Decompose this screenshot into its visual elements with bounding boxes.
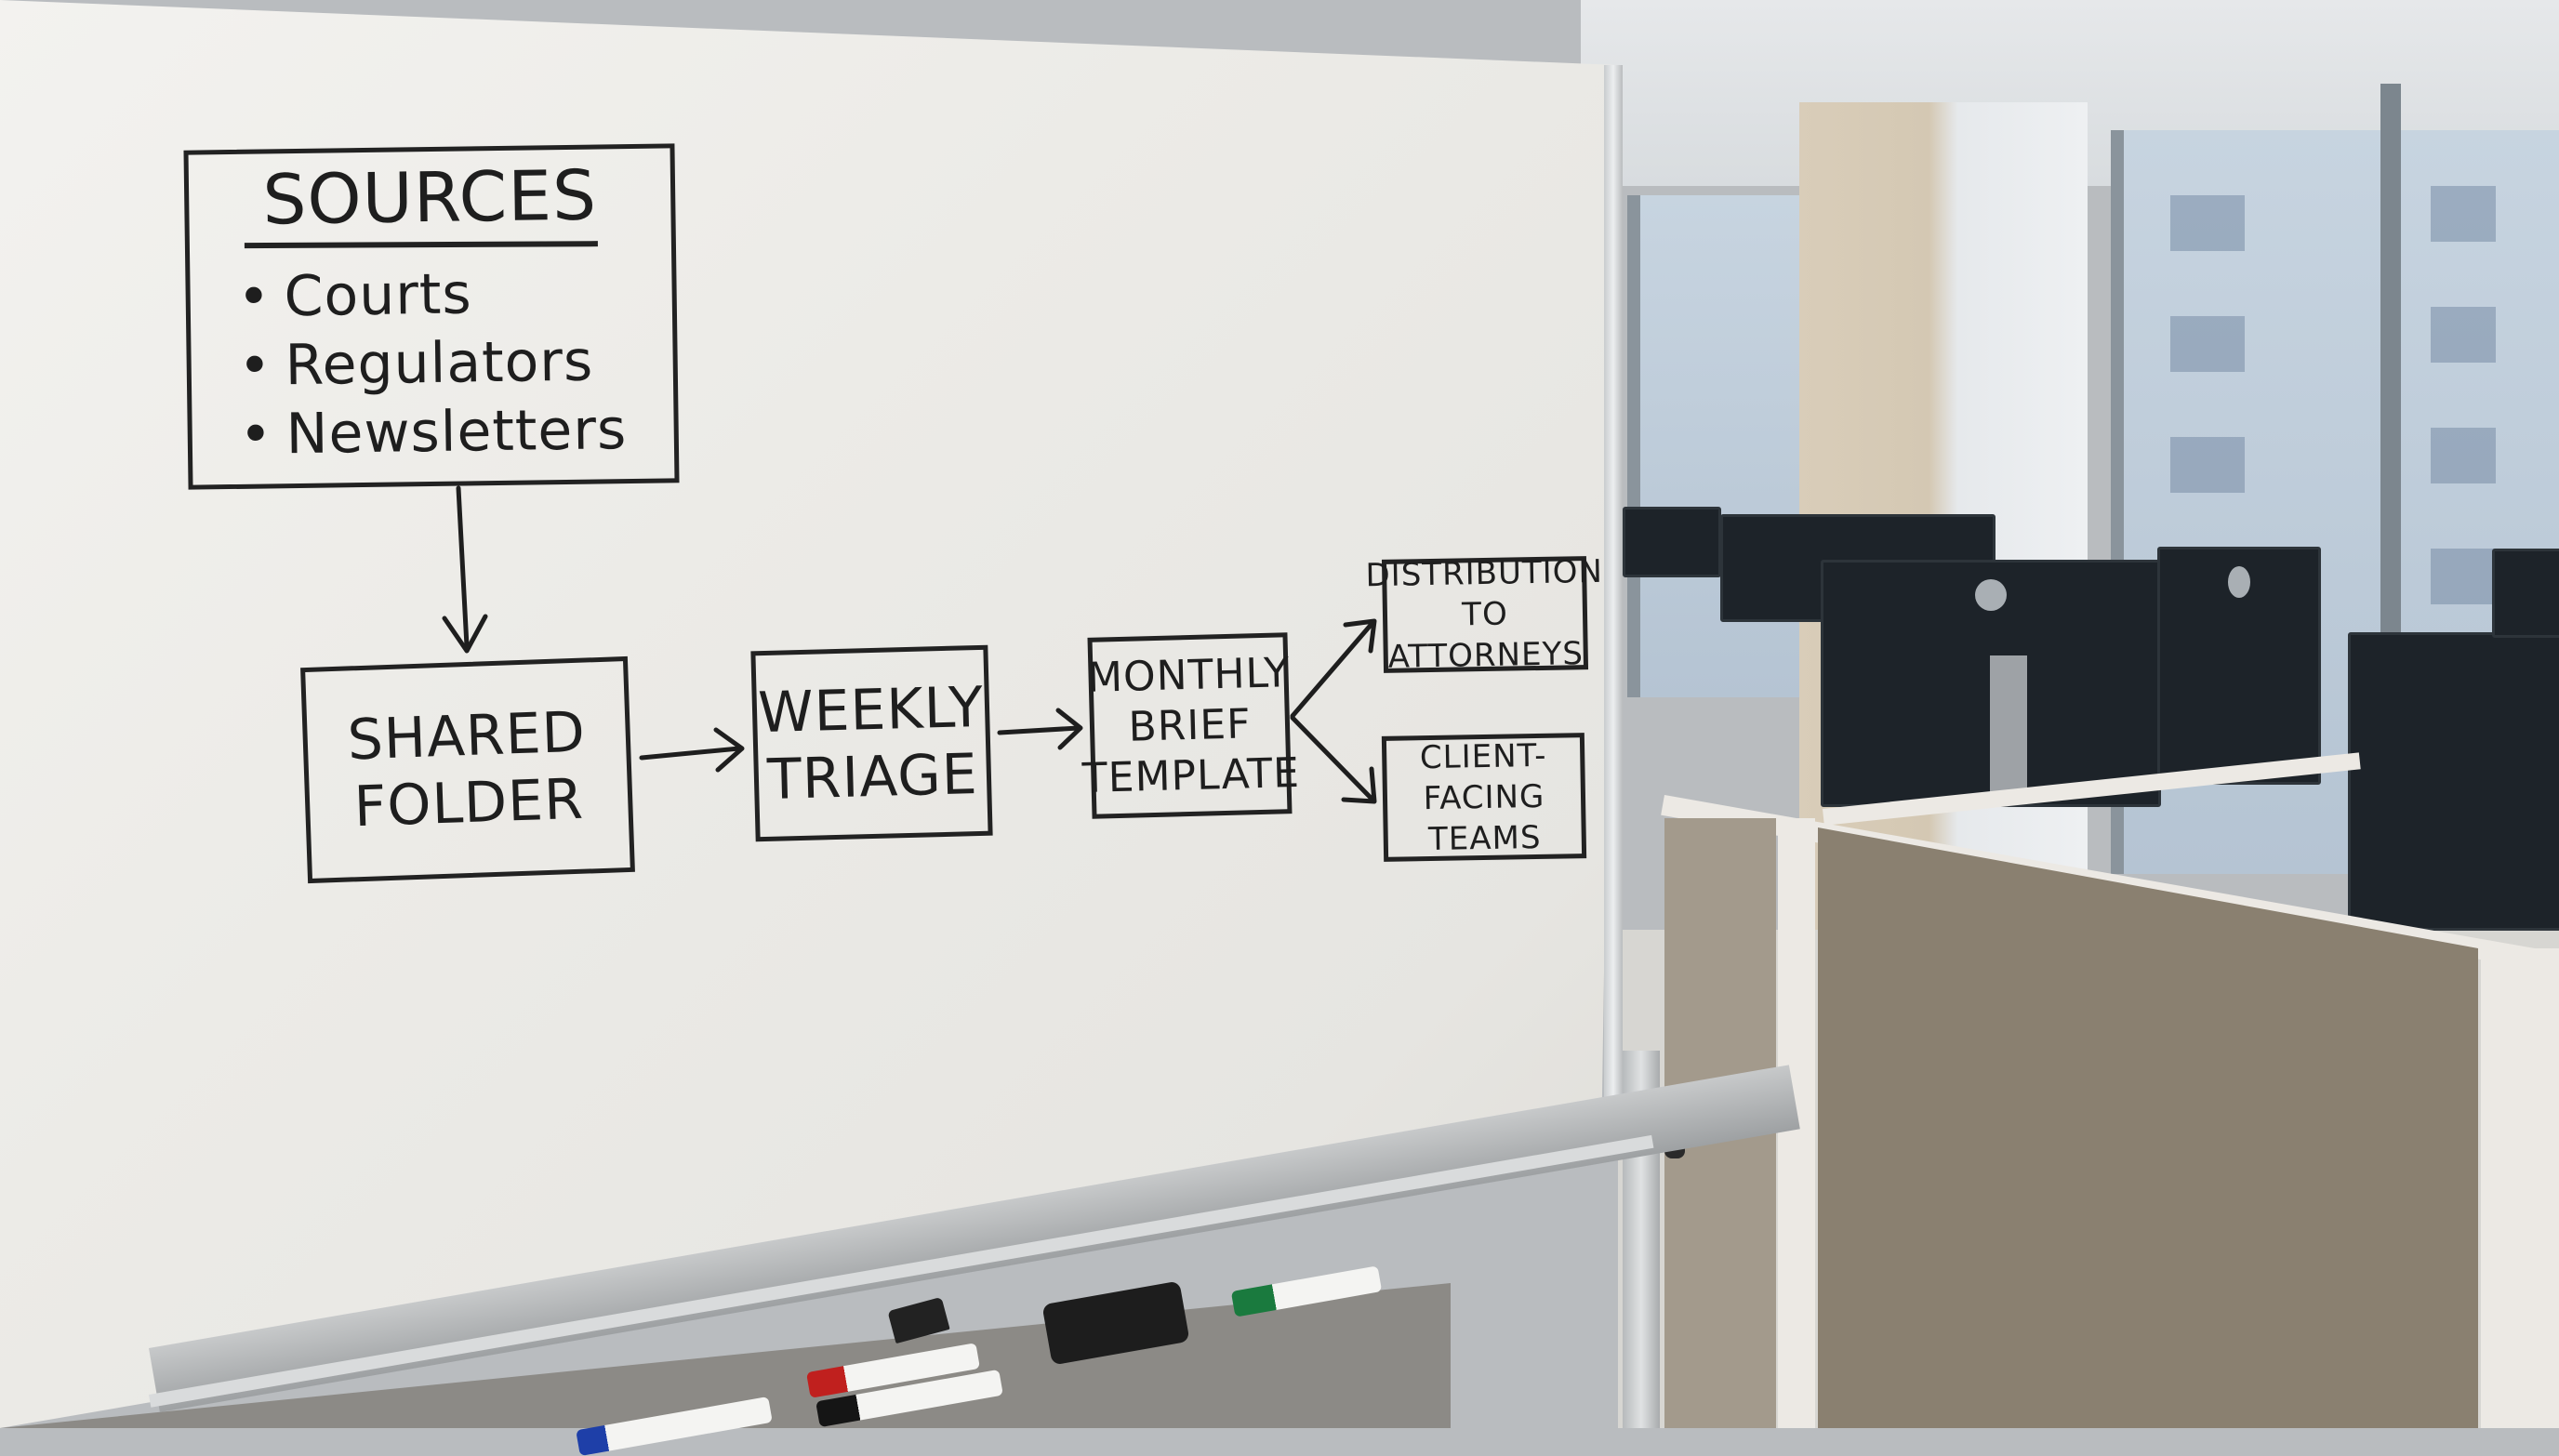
node-label-line: DISTRIBUTION — [1365, 552, 1604, 595]
distribution-to-attorneys-box: DISTRIBUTION TO ATTORNEYS — [1365, 553, 1603, 676]
node-label-line: SHARED — [346, 699, 587, 774]
client-facing-teams-box: CLIENT-FACING TEAMS — [1381, 733, 1587, 862]
monitor-stand — [1990, 655, 2027, 804]
monitor-dell-2 — [2157, 547, 2321, 785]
whiteboard-frame-right — [1604, 65, 1623, 1153]
node-label-line: MONTHLY — [1086, 648, 1291, 702]
monitor-far-1 — [1623, 507, 1721, 577]
sources-box: SOURCES Courts Regulators Newsletters — [183, 143, 680, 490]
node-label-line: TRIAGE — [766, 741, 979, 813]
weekly-triage-box: WEEKLY TRIAGE — [750, 644, 993, 842]
sources-title: SOURCES — [261, 155, 598, 241]
sources-list: Courts Regulators Newsletters — [237, 258, 628, 470]
node-label-line: WEEKLY — [757, 674, 985, 746]
window-left — [1627, 195, 1817, 697]
cubicle-end-post — [2481, 948, 2559, 1428]
node-label-line: TEMPLATE — [1081, 748, 1301, 802]
workflow-diagram: SOURCES Courts Regulators Newsletters SH… — [0, 0, 1625, 1428]
sources-underline — [244, 240, 598, 248]
dell-logo-icon — [1975, 579, 2007, 611]
shared-folder-box: SHARED FOLDER — [300, 655, 635, 884]
monitor-far-right — [2492, 549, 2559, 638]
sources-item: Courts — [237, 258, 626, 332]
sources-item: Regulators — [238, 326, 627, 401]
node-label-line: BRIEF — [1127, 699, 1253, 751]
sources-item: Newsletters — [239, 395, 628, 470]
dell-logo-icon — [2228, 566, 2250, 598]
node-label-line: TO ATTORNEYS — [1387, 595, 1584, 676]
monthly-brief-template-box: MONTHLY BRIEF TEMPLATE — [1081, 632, 1301, 819]
arrow-sources-to-shared-folder — [456, 485, 470, 649]
node-label-line: CLIENT-FACING — [1419, 736, 1547, 817]
monitor-near — [2348, 632, 2559, 931]
node-label-line: TEAMS — [1427, 818, 1542, 858]
node-label-line: FOLDER — [352, 766, 585, 841]
